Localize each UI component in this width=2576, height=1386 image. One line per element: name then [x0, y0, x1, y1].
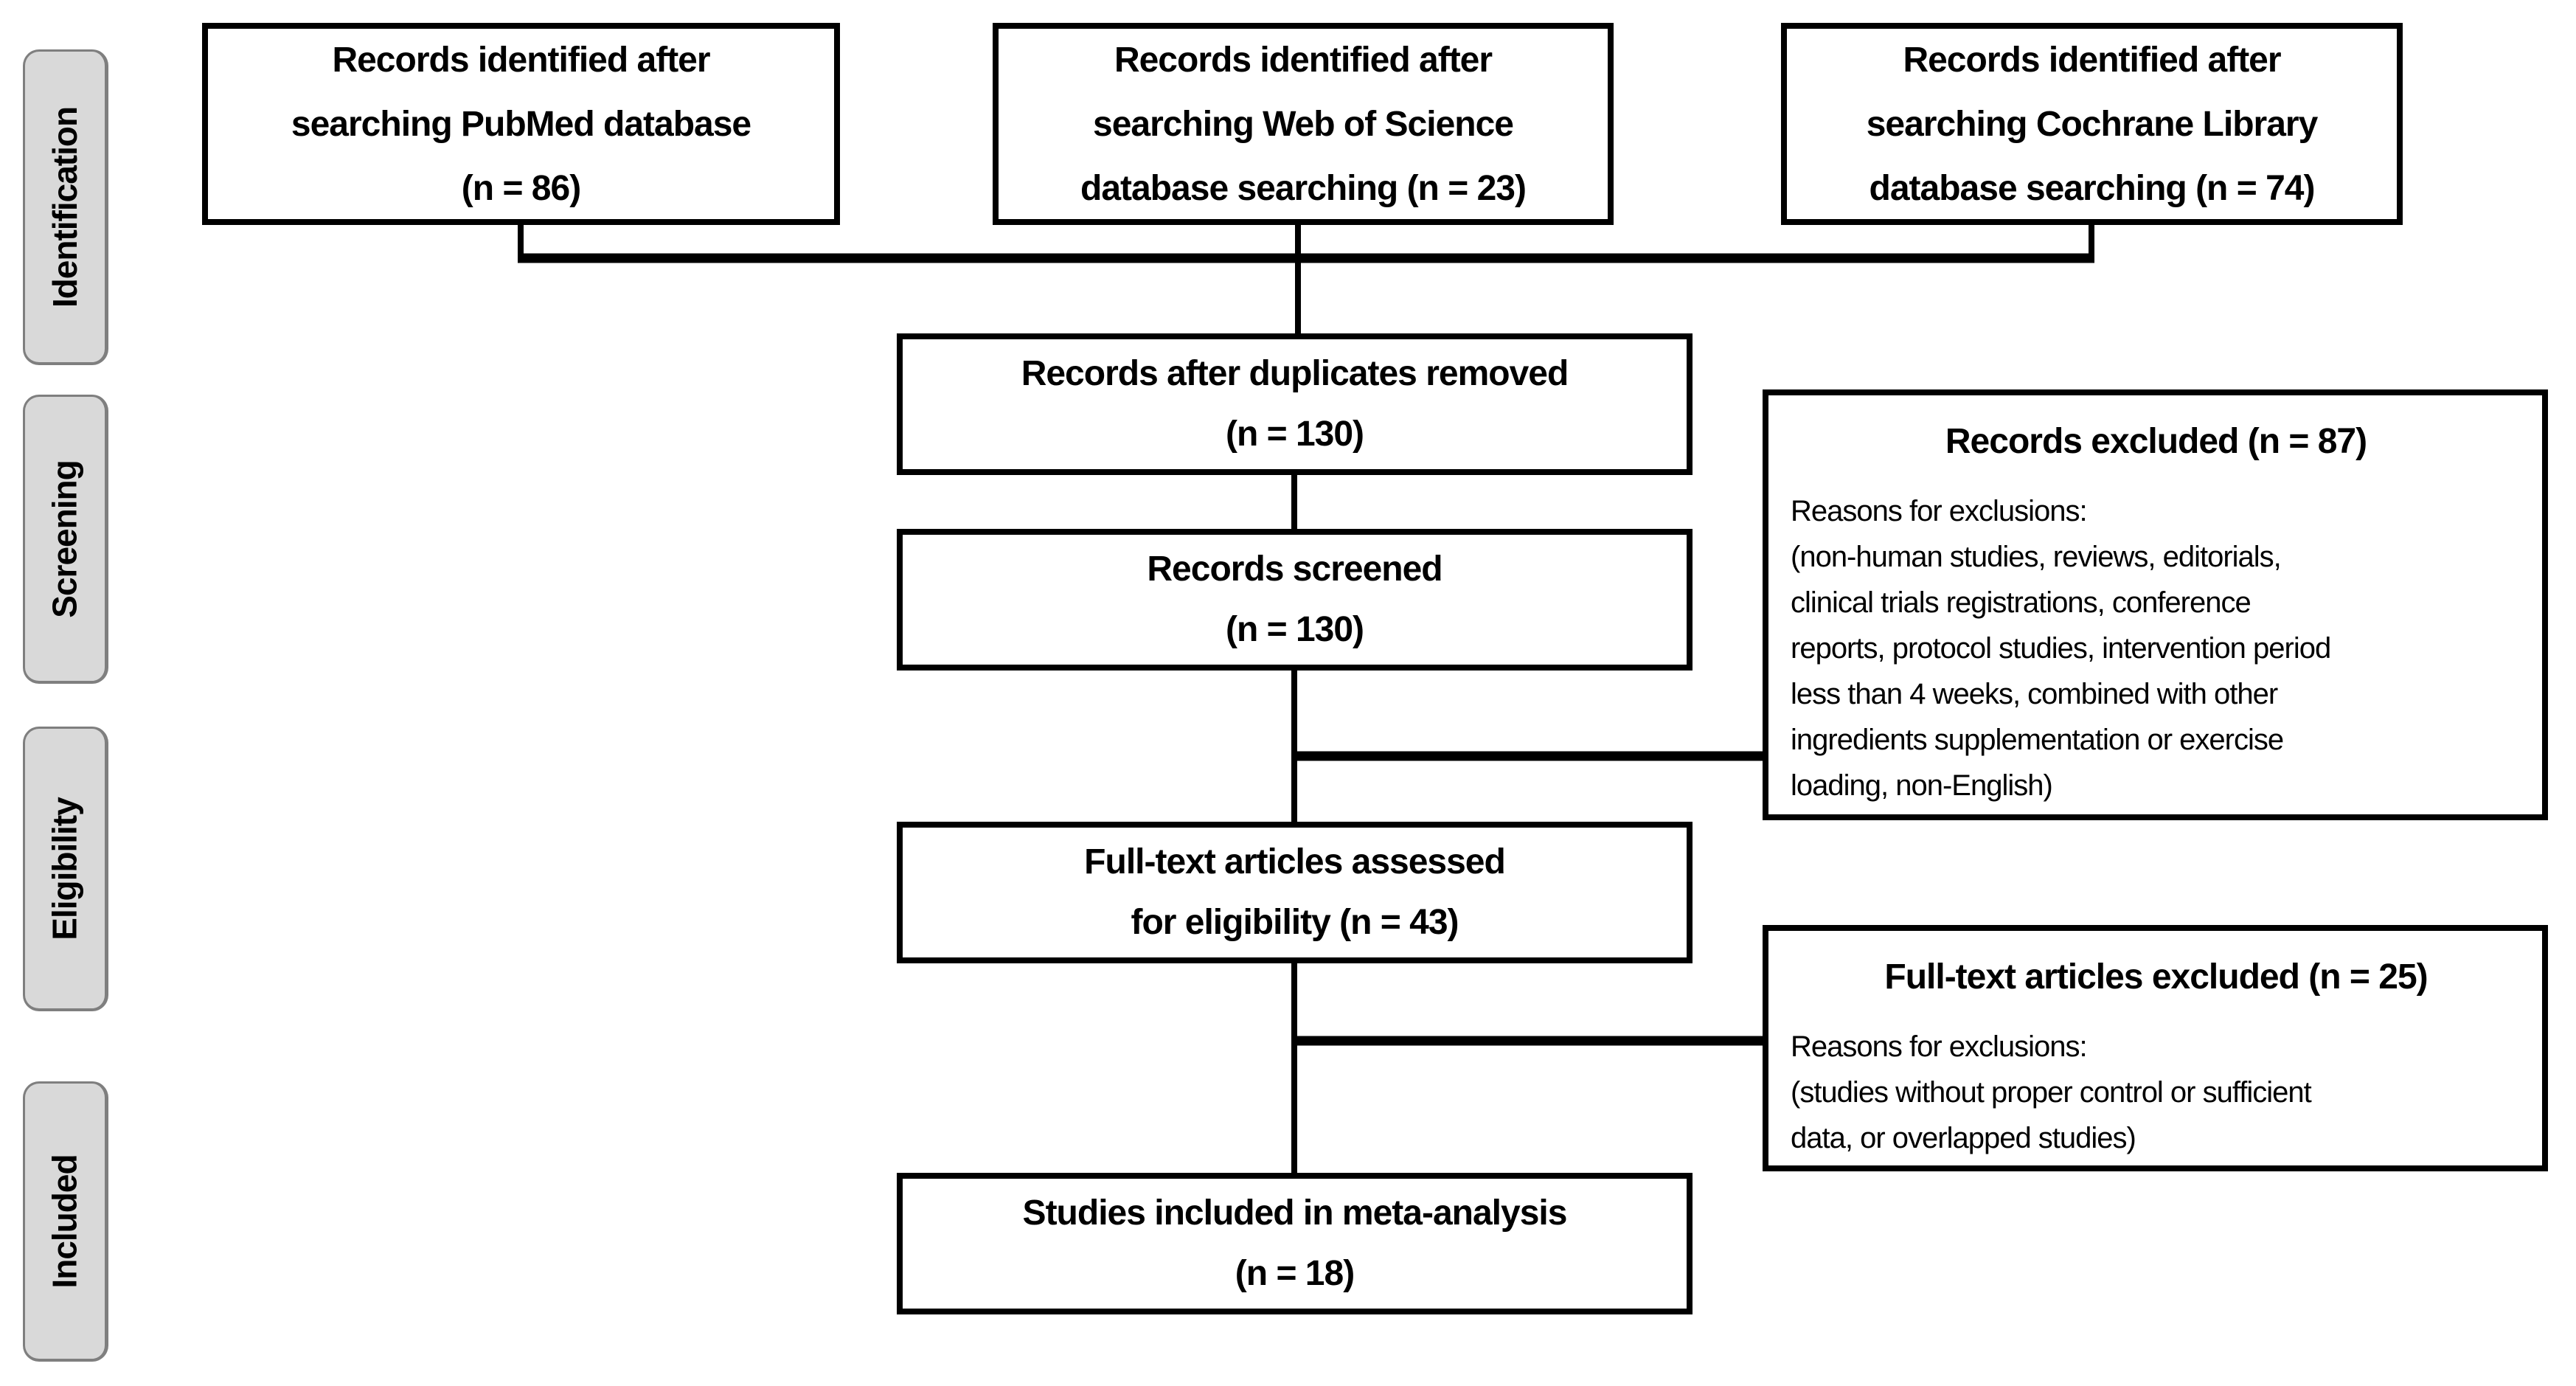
- box-records-excluded-reasons: Reasons for exclusions: (non-human studi…: [1791, 495, 2331, 802]
- box-records-pubmed: Records identified after searching PubMe…: [202, 23, 840, 225]
- box-records-excluded: Records excluded (n = 87) Reasons for ex…: [1763, 389, 2548, 820]
- stage-identification: Identification: [23, 49, 108, 365]
- box-records-excluded-title: Records excluded (n = 87): [1945, 422, 2367, 461]
- box-fulltext-excluded-title: Full-text articles excluded (n = 25): [1884, 957, 2428, 997]
- box-duplicates-removed-text: Records after duplicates removed (n = 13…: [1021, 354, 1569, 454]
- stage-eligibility: Eligibility: [23, 727, 108, 1011]
- stage-eligibility-label: Eligibility: [46, 797, 84, 940]
- stage-screening: Screening: [23, 395, 108, 684]
- box-records-cochrane-text: Records identified after searching Cochr…: [1866, 40, 2319, 208]
- box-duplicates-removed: Records after duplicates removed (n = 13…: [897, 333, 1693, 475]
- box-fulltext-excluded-reasons: Reasons for exclusions: (studies without…: [1791, 1030, 2312, 1154]
- box-fulltext-assessed-text: Full-text articles assessed for eligibil…: [1084, 842, 1506, 942]
- box-records-screened: Records screened (n = 130): [897, 529, 1693, 671]
- box-included-meta-analysis-text: Studies included in meta-analysis (n = 1…: [1022, 1193, 1568, 1293]
- box-records-web-of-science-text: Records identified after searching Web o…: [1080, 40, 1527, 208]
- stage-included-label: Included: [46, 1154, 84, 1289]
- box-records-pubmed-text: Records identified after searching PubMe…: [291, 40, 751, 208]
- box-fulltext-assessed: Full-text articles assessed for eligibil…: [897, 822, 1693, 963]
- box-fulltext-excluded: Full-text articles excluded (n = 25) Rea…: [1763, 925, 2548, 1171]
- box-records-screened-text: Records screened (n = 130): [1147, 550, 1443, 649]
- box-records-web-of-science: Records identified after searching Web o…: [993, 23, 1614, 225]
- stage-included: Included: [23, 1081, 108, 1362]
- stage-identification-label: Identification: [46, 106, 85, 308]
- box-included-meta-analysis: Studies included in meta-analysis (n = 1…: [897, 1173, 1693, 1314]
- stage-screening-label: Screening: [46, 460, 85, 618]
- box-records-cochrane: Records identified after searching Cochr…: [1781, 23, 2403, 225]
